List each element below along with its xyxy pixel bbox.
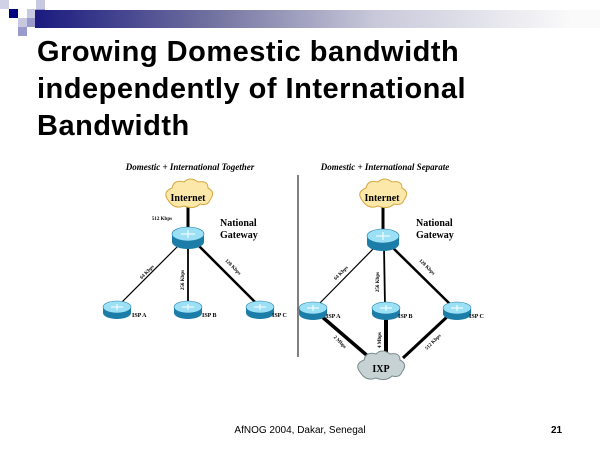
decor-square: [27, 9, 36, 18]
internet-label: Internet: [365, 193, 401, 204]
link-isp-c: [389, 244, 453, 307]
footer-text: AfNOG 2004, Dakar, Senegal: [234, 425, 366, 436]
isp-router-icon: [173, 300, 203, 320]
link-ixp-c: [401, 314, 450, 360]
link-isp-b: [383, 246, 386, 307]
ixp-label: IXP: [372, 364, 389, 375]
isp-router-icon: [442, 301, 472, 321]
right-heading: Domestic + International Separate: [320, 162, 449, 172]
link-isp-c: [194, 241, 259, 306]
title-line: independently of International: [37, 73, 467, 105]
link-label: 4 Mbps: [378, 332, 383, 348]
decor-square: [36, 0, 45, 9]
isp-label: ISP C: [272, 313, 287, 319]
left-heading: Domestic + International Together: [125, 162, 255, 172]
decor-square: [0, 0, 9, 9]
isp-label: ISP A: [326, 314, 341, 320]
isp-router-icon: [245, 300, 275, 320]
title-line: Bandwidth: [37, 110, 190, 142]
decor-square: [18, 27, 27, 36]
internet-cloud-icon: [165, 178, 214, 209]
ixp-cloud-icon: [357, 350, 406, 381]
isp-label: ISP B: [398, 314, 413, 320]
internet-label: Internet: [171, 193, 207, 204]
gateway-label: National: [416, 218, 453, 229]
link-label: 256 Kbps: [376, 272, 381, 292]
slide-title: Growing Domestic bandwidth independently…: [37, 34, 466, 145]
uplink-label: 512 Kbps: [152, 217, 172, 222]
title-line: Growing Domestic bandwidth: [37, 36, 460, 68]
page-number: 21: [551, 425, 563, 436]
gateway-label: National: [220, 218, 257, 229]
decor-square: [9, 9, 18, 18]
link-label: 64 Kbps: [334, 266, 350, 282]
isp-label: ISP B: [202, 313, 217, 319]
gateway-label: Gateway: [220, 230, 258, 241]
link-label: 256 Kbps: [181, 270, 186, 290]
isp-router-icon: [102, 300, 132, 320]
internet-cloud-icon: [359, 178, 408, 209]
header-gradient-bar: [35, 10, 600, 28]
link-ixp-a: [318, 313, 372, 360]
isp-router-icon: [371, 301, 401, 321]
isp-label: ISP C: [469, 314, 484, 320]
isp-router-icon: [298, 301, 328, 321]
decor-square: [27, 18, 36, 27]
gateway-label: Gateway: [416, 230, 454, 241]
link-isp-a: [118, 241, 183, 306]
gateway-router-icon: [366, 228, 400, 252]
link-isp-a: [316, 244, 378, 307]
isp-label: ISP A: [132, 313, 147, 319]
decor-square: [18, 18, 27, 27]
gateway-router-icon: [171, 226, 205, 250]
link-label: 64 Kbps: [140, 265, 156, 281]
